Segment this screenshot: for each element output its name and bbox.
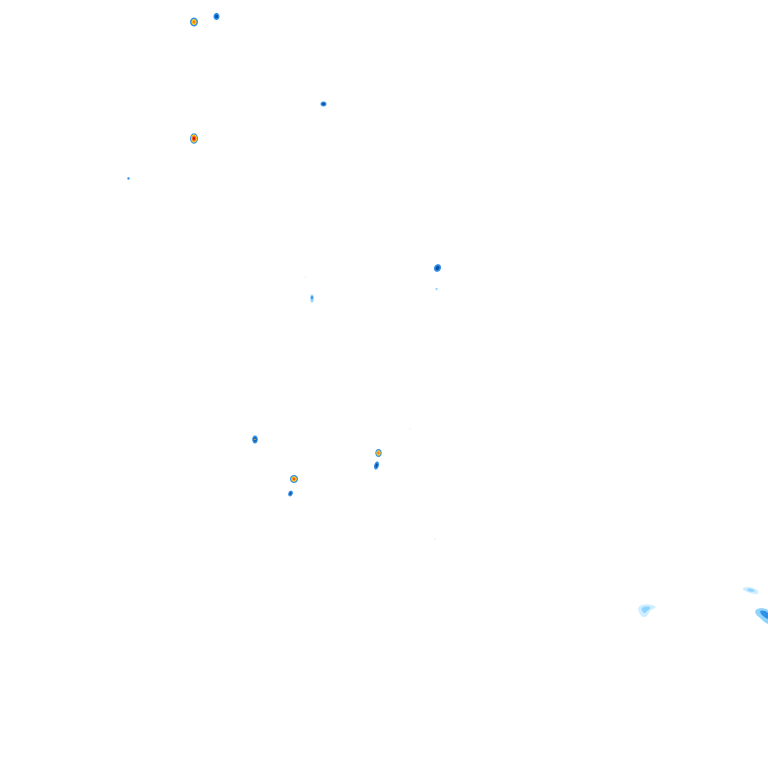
precip-cell <box>252 435 258 444</box>
precip-cell <box>320 101 327 107</box>
precip-area <box>755 608 768 624</box>
precip-cell <box>433 264 442 272</box>
precip-cell <box>310 294 314 303</box>
precip-cell <box>434 538 436 540</box>
precip-cell <box>290 475 298 483</box>
precip-cell <box>304 276 307 278</box>
precip-cell <box>435 287 438 291</box>
precip-area <box>743 586 759 595</box>
precip-cell <box>213 12 220 21</box>
precip-cell <box>127 177 130 180</box>
precip-cell <box>409 428 411 430</box>
precip-cell <box>288 490 293 497</box>
precip-cell <box>190 133 198 144</box>
precip-area <box>638 604 656 618</box>
precip-cell <box>374 461 379 470</box>
precip-cell <box>375 449 382 457</box>
precip-cell <box>190 17 198 27</box>
